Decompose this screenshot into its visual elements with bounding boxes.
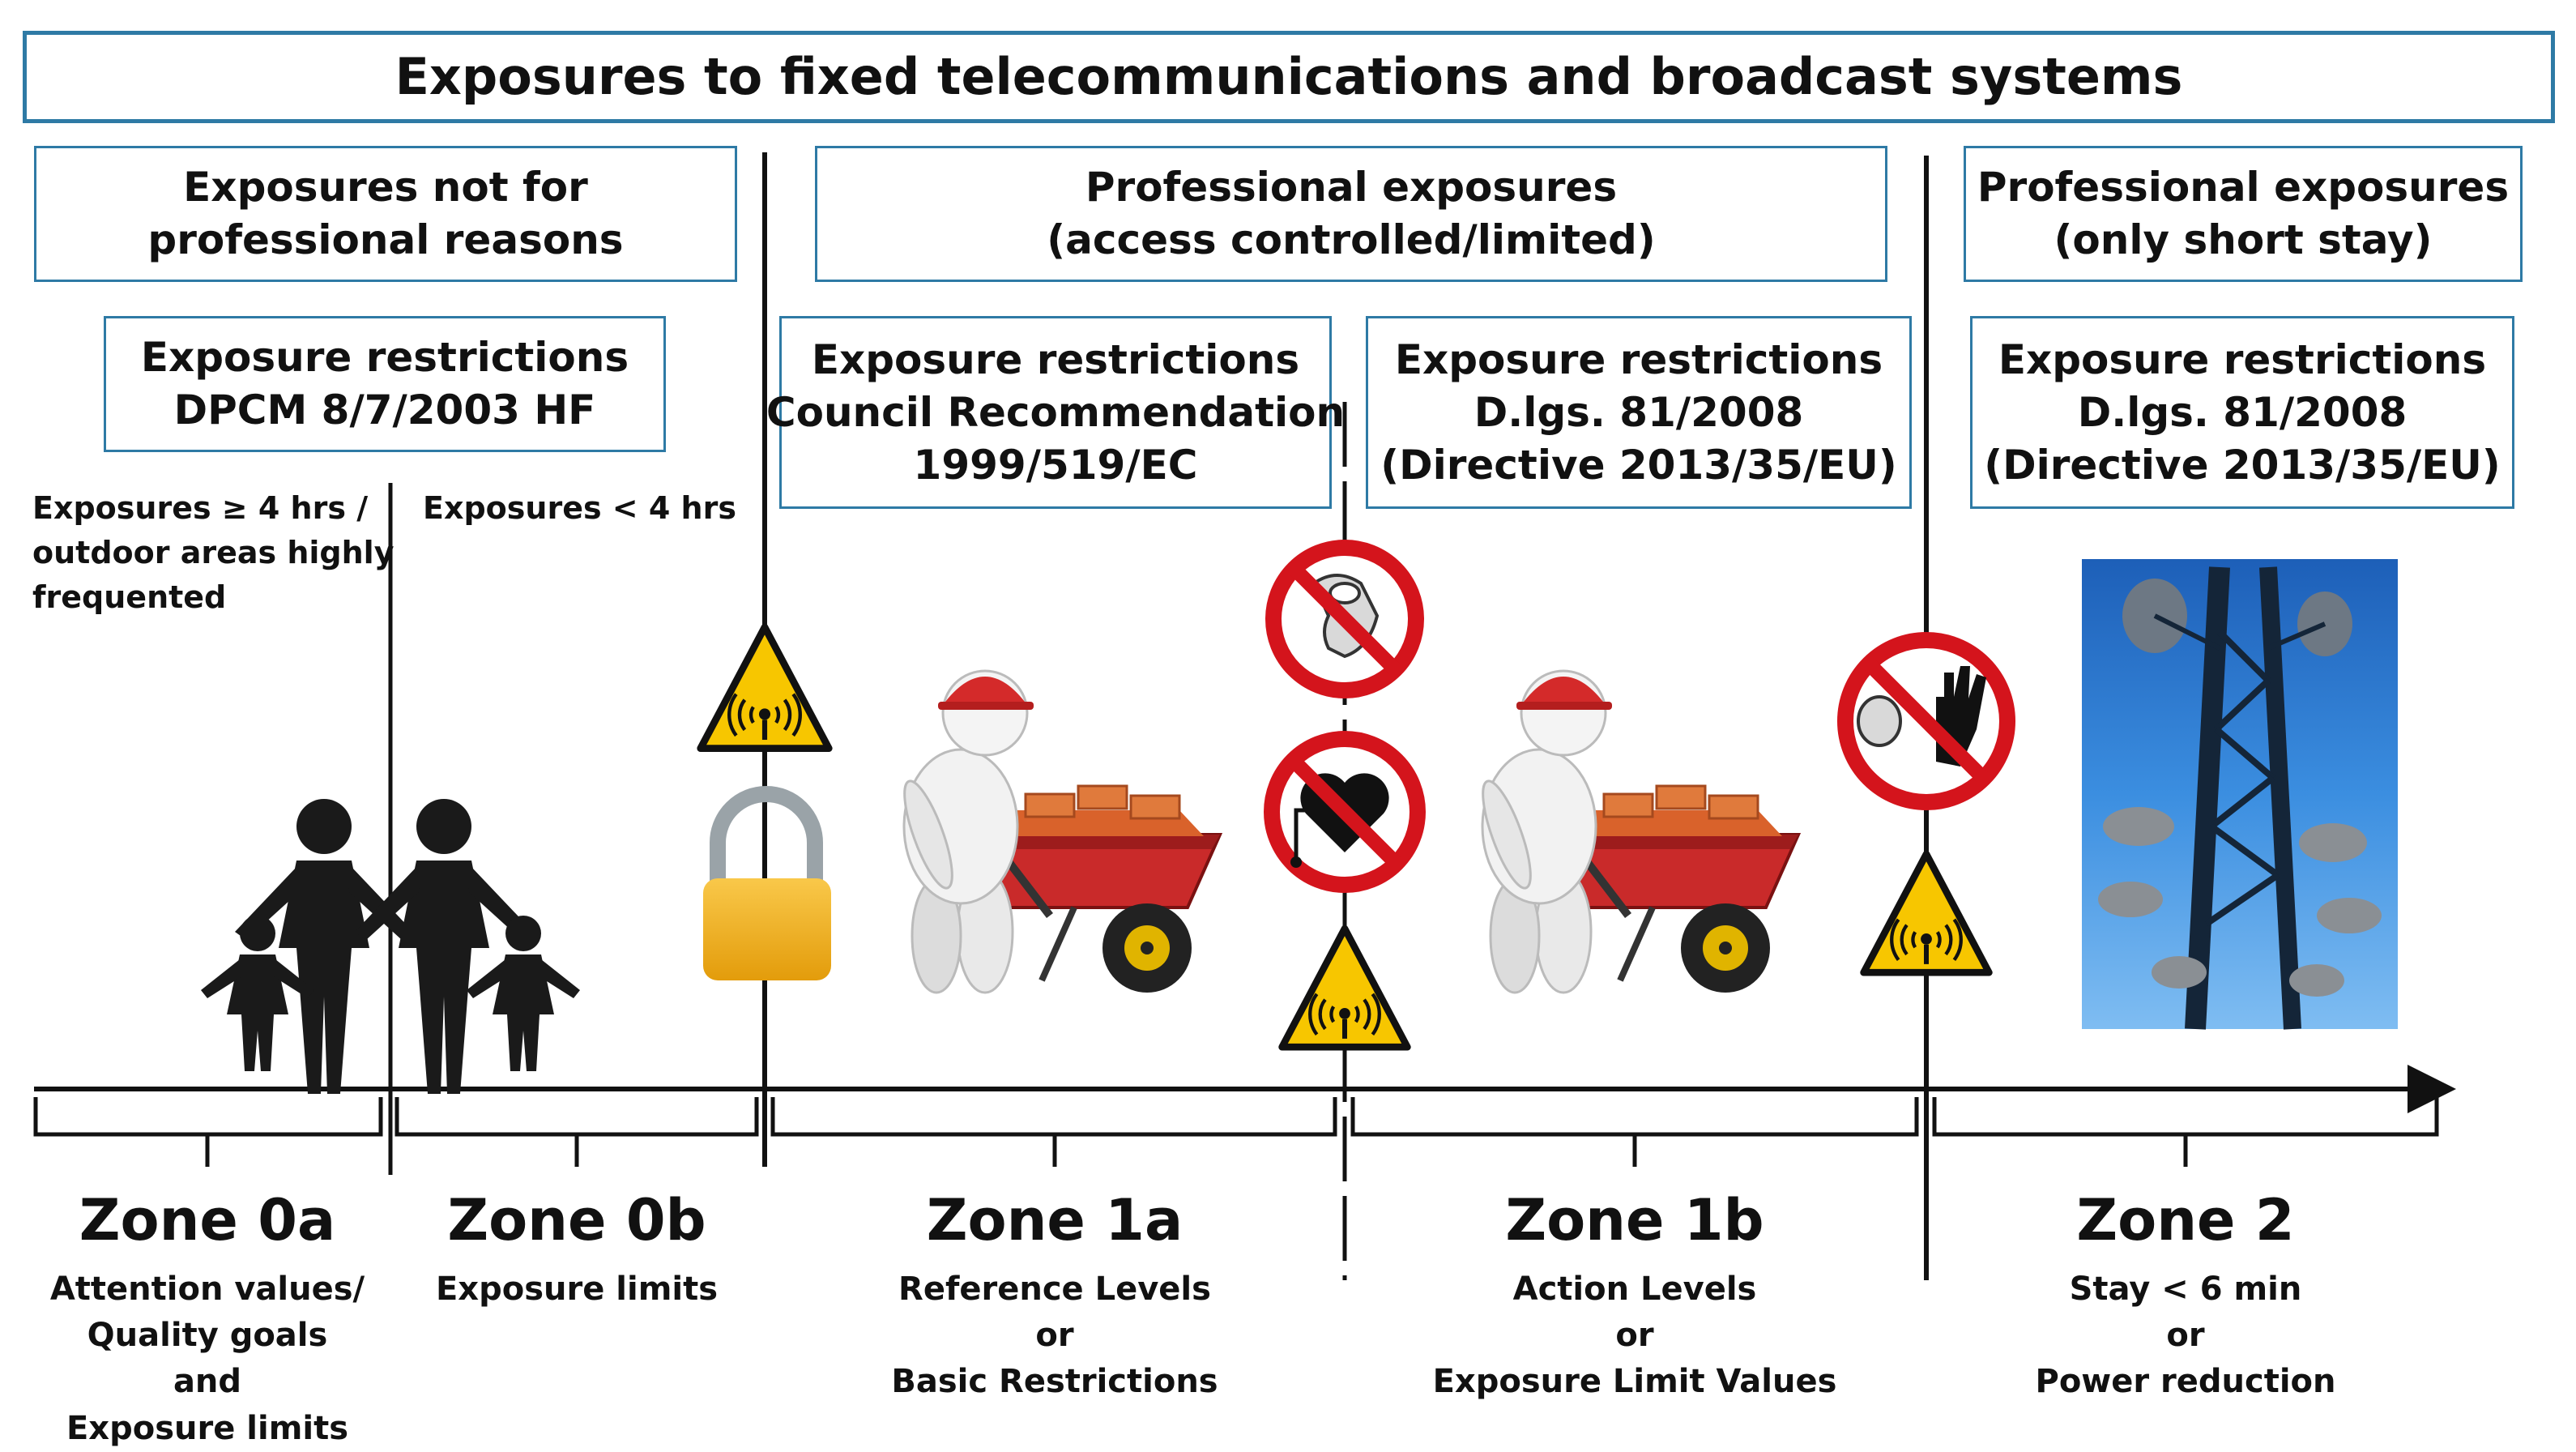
category-header-professional-short-stay: Professional exposures (only short stay) bbox=[1964, 146, 2523, 282]
restriction-line: 1999/519/EC bbox=[913, 441, 1198, 489]
zone-title: Zone 0a bbox=[79, 1187, 336, 1253]
zone-0b-label: Zone 0b Exposure limits bbox=[293, 1189, 860, 1313]
zone-1b-label: Zone 1b Action Levels or Exposure Limit … bbox=[1351, 1189, 1918, 1406]
category-line-2: professional reasons bbox=[147, 216, 624, 263]
no-access-hand-sign bbox=[1837, 632, 2015, 810]
restriction-line: Council Recommendation bbox=[766, 388, 1346, 436]
category-line-1: Professional exposures bbox=[1085, 164, 1618, 211]
zone-description: Basic Restrictions bbox=[891, 1363, 1218, 1401]
zone-description: Quality goals bbox=[87, 1317, 328, 1355]
category-line-1: Professional exposures bbox=[1977, 164, 2510, 211]
restriction-box-dlgs-zone2: Exposure restrictions D.lgs. 81/2008 (Di… bbox=[1970, 316, 2514, 509]
note-line: Exposures < 4 hrs bbox=[423, 490, 736, 526]
brace-zone-0b bbox=[395, 1097, 759, 1167]
brace-zone-0a bbox=[33, 1097, 383, 1167]
zone-description: or bbox=[2166, 1317, 2205, 1355]
category-line-2: (access controlled/limited) bbox=[1047, 216, 1656, 263]
zone-description: or bbox=[1035, 1317, 1074, 1355]
note-line: Exposures ≥ 4 hrs / bbox=[32, 490, 369, 526]
zone-braces bbox=[33, 1097, 2439, 1167]
brace-zone-2 bbox=[1932, 1097, 2439, 1167]
zone-title: Zone 1a bbox=[926, 1187, 1184, 1253]
category-header-non-professional: Exposures not for professional reasons bbox=[34, 146, 737, 282]
category-header-professional-controlled: Professional exposures (access controlle… bbox=[815, 146, 1887, 282]
note-line: frequented bbox=[32, 579, 227, 616]
restriction-line: Exposure restrictions bbox=[1394, 335, 1883, 383]
restriction-line: (Directive 2013/35/EU) bbox=[1380, 441, 1897, 489]
zone-title: Zone 2 bbox=[2076, 1187, 2295, 1253]
radiation-warning-icon bbox=[701, 627, 829, 749]
zone-title: Zone 1b bbox=[1505, 1187, 1764, 1253]
worker-wheelbarrow-illustration bbox=[895, 671, 1220, 993]
restriction-line: Exposure restrictions bbox=[140, 334, 629, 381]
zone-1a-label: Zone 1a Reference Levels or Basic Restri… bbox=[771, 1189, 1338, 1406]
zone-description: Power reduction bbox=[2035, 1363, 2336, 1401]
zone-description: Stay < 6 min bbox=[2069, 1270, 2302, 1308]
zone-0a-label: Zone 0a Attention values/ Quality goals … bbox=[0, 1189, 491, 1452]
note-long-exposure: Exposures ≥ 4 hrs / outdoor areas highly… bbox=[32, 486, 394, 620]
note-line: outdoor areas highly bbox=[32, 535, 395, 571]
no-pacemaker-sign bbox=[1264, 731, 1426, 893]
restriction-box-dlgs-zone1b: Exposure restrictions D.lgs. 81/2008 (Di… bbox=[1366, 316, 1912, 509]
padlock-icon bbox=[703, 786, 831, 980]
zone-title: Zone 0b bbox=[447, 1187, 706, 1253]
radiation-warning-icon bbox=[1864, 854, 1990, 972]
diagram-title: Exposures to fixed telecommunications an… bbox=[23, 31, 2555, 123]
restriction-line: D.lgs. 81/2008 bbox=[1474, 388, 1804, 436]
restriction-line: D.lgs. 81/2008 bbox=[2077, 388, 2408, 436]
brace-zone-1b bbox=[1350, 1097, 1919, 1167]
zone-description: Exposure limits bbox=[435, 1270, 719, 1308]
restriction-line: DPCM 8/7/2003 HF bbox=[173, 386, 596, 433]
category-line-1: Exposures not for bbox=[183, 164, 588, 211]
category-line-2: (only short stay) bbox=[2054, 216, 2433, 263]
worker-wheelbarrow-illustration bbox=[1474, 671, 1798, 993]
restriction-line: Exposure restrictions bbox=[811, 335, 1300, 383]
note-short-exposure: Exposures < 4 hrs bbox=[423, 486, 736, 531]
restriction-box-dpcm: Exposure restrictions DPCM 8/7/2003 HF bbox=[104, 316, 666, 452]
zone-description: Exposure Limit Values bbox=[1432, 1363, 1837, 1401]
no-metal-implants-sign bbox=[1265, 540, 1424, 698]
title-text: Exposures to fixed telecommunications an… bbox=[395, 46, 2183, 106]
zone-description: Action Levels bbox=[1512, 1270, 1757, 1308]
zone-2-label: Zone 2 Stay < 6 min or Power reduction bbox=[1902, 1189, 2469, 1406]
zone-description: Attention values/ bbox=[49, 1270, 365, 1308]
radiation-warning-icon bbox=[1282, 929, 1408, 1047]
brace-zone-1a bbox=[770, 1097, 1337, 1167]
restriction-line: Exposure restrictions bbox=[1998, 335, 2487, 383]
zone-description: Reference Levels bbox=[898, 1270, 1211, 1308]
restriction-line: (Directive 2013/35/EU) bbox=[1984, 441, 2501, 489]
restriction-box-council-recommendation: Exposure restrictions Council Recommenda… bbox=[766, 316, 1345, 509]
zone-description: and bbox=[173, 1363, 242, 1401]
zone-description: Exposure limits bbox=[66, 1409, 349, 1447]
telecom-tower-photo bbox=[2082, 559, 2398, 1030]
zone-description: or bbox=[1615, 1317, 1654, 1355]
